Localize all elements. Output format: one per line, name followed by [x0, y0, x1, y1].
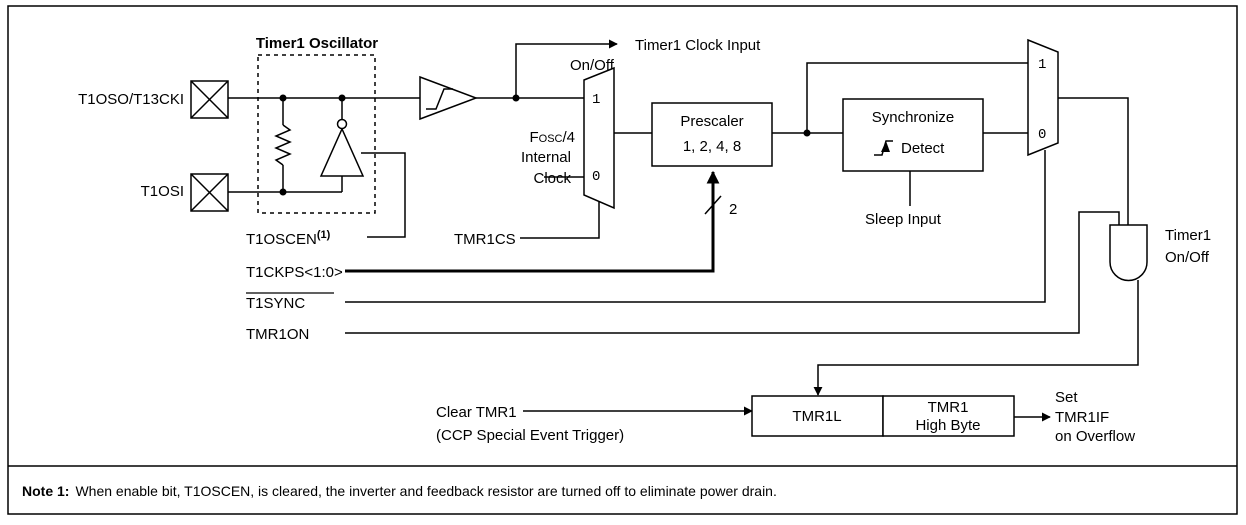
fosc-clock-label: Clock — [533, 170, 571, 187]
inverter-symbol — [319, 118, 365, 177]
mux2-input-1: 1 — [1038, 57, 1046, 73]
flag-overflow-label: on Overflow — [1055, 428, 1135, 445]
clock-onoff-label: On/Off — [570, 57, 615, 74]
oscillator-title: Timer1 Oscillator — [256, 35, 378, 52]
clock-input-label: Timer1 Clock Input — [635, 37, 761, 54]
pin-t1oso-icon — [190, 80, 229, 119]
schmitt-buffer — [419, 75, 479, 121]
flag-name-label: TMR1IF — [1055, 409, 1109, 426]
gate-label-line2: On/Off — [1165, 249, 1210, 266]
edge-detect-icon — [874, 140, 893, 156]
bus-width-label: 2 — [729, 201, 737, 218]
fosc-internal-label: Internal — [521, 149, 571, 166]
gate-output-wire — [813, 280, 1139, 396]
t1ckps-label: T1CKPS<1:0> — [246, 264, 343, 281]
synchronize-title: Synchronize — [872, 109, 955, 126]
tmr1l-register — [751, 395, 884, 437]
oscillator-dashed-box — [257, 54, 376, 214]
tmr1h-register — [882, 395, 1015, 437]
synchronize-block — [842, 98, 984, 172]
clock-select-mux — [583, 66, 615, 210]
sleep-input-label: Sleep Input — [865, 211, 942, 228]
tmr1h-label-line2: High Byte — [915, 417, 980, 434]
tmr1h-label-line1: TMR1 — [928, 399, 969, 416]
sync-select-mux — [1027, 38, 1059, 157]
tmr1on-label: TMR1ON — [246, 326, 309, 343]
pin-t1oso-label: T1OSO/T13CKI — [78, 91, 184, 108]
feedback-resistor — [274, 124, 292, 166]
footnote: Note 1:When enable bit, T1OSCEN, is clea… — [22, 483, 777, 499]
and-gate — [1109, 224, 1148, 282]
tmr1l-label: TMR1L — [792, 408, 841, 425]
pin-t1osi-label: T1OSI — [141, 183, 184, 200]
gate-label-line1: Timer1 — [1165, 227, 1211, 244]
tmr1cs-label: TMR1CS — [454, 231, 516, 248]
pin-t1osi-icon — [190, 173, 229, 212]
oscillator-wiring — [228, 94, 420, 238]
mux2-input-0: 0 — [1038, 127, 1046, 143]
t1sync-label: T1SYNC — [246, 295, 305, 312]
bus-slash — [704, 195, 722, 215]
t1oscen-label: T1OSCEN(1) — [246, 229, 331, 248]
mux1-input-1: 1 — [592, 92, 600, 108]
prescaler-bus — [345, 170, 720, 273]
ccp-trigger-label: (CCP Special Event Trigger) — [436, 427, 624, 444]
diagram-frame — [7, 5, 1238, 515]
prescaler-block — [651, 102, 773, 167]
flag-set-label: Set — [1055, 389, 1078, 406]
mux1-input-0: 0 — [592, 169, 600, 185]
prescaler-title: Prescaler — [680, 113, 743, 130]
clock-input-wire — [515, 39, 618, 98]
fosc-label: FOSC/4 — [529, 129, 575, 146]
detect-label: Detect — [901, 140, 945, 157]
prescaler-values: 1, 2, 4, 8 — [683, 138, 741, 155]
clear-tmr1-label: Clear TMR1 — [436, 404, 517, 421]
